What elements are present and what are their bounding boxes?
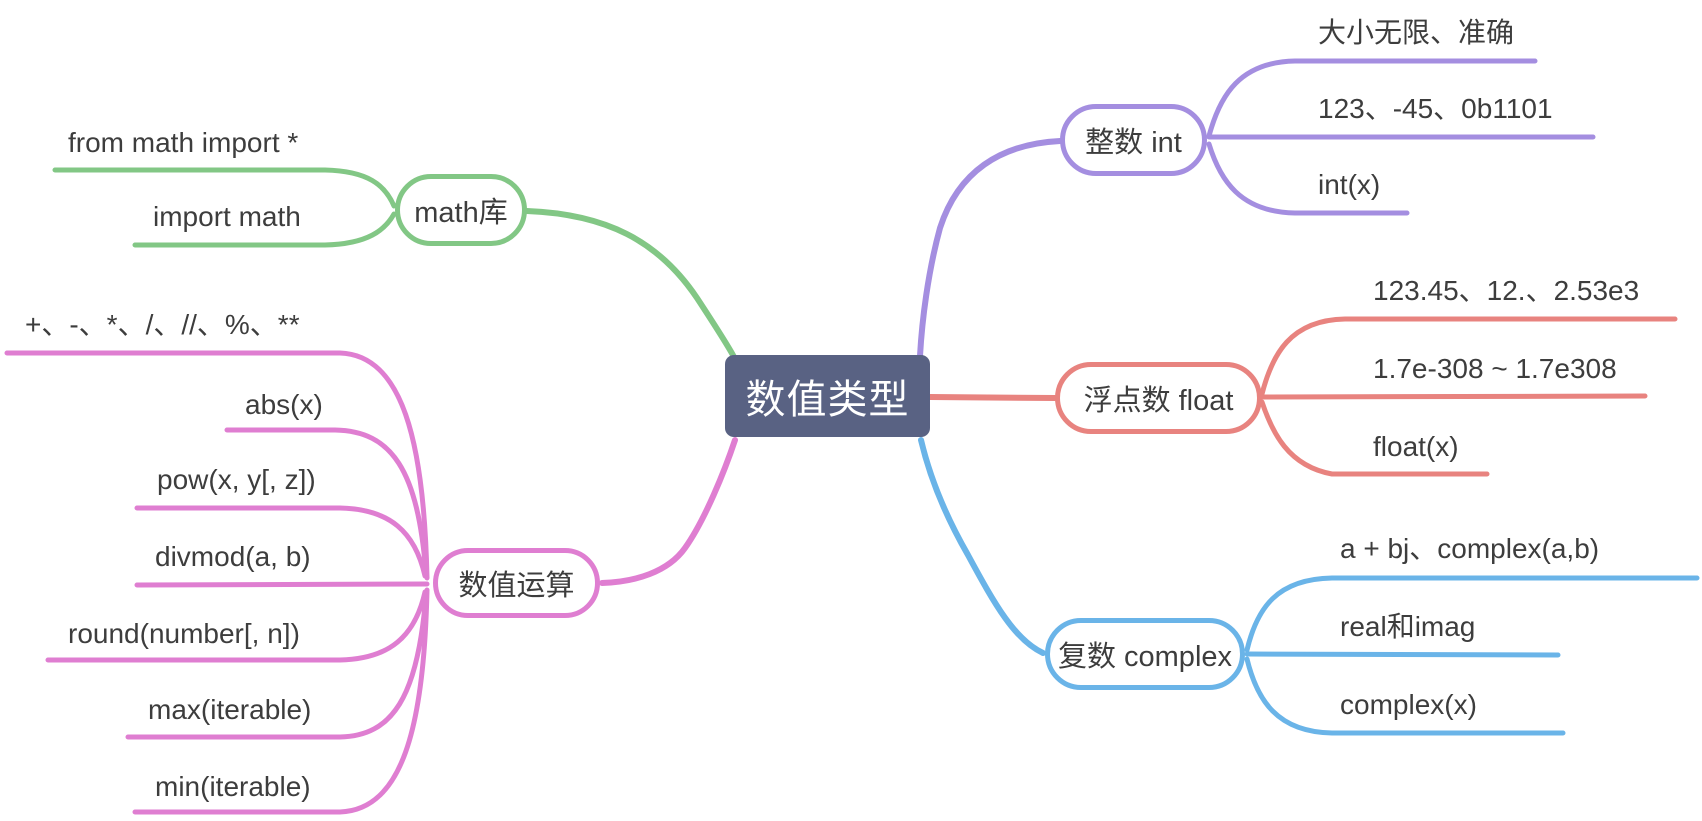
branch-node-math-lib[interactable]: math库 [395, 174, 527, 246]
connector-float-child-0 [1259, 316, 1678, 397]
child-topic-float-examples[interactable]: 123.45、12.、2.53e3 [1373, 275, 1640, 306]
connector-numeric-ops-child-4 [45, 589, 428, 663]
connector-root-float [927, 394, 1058, 401]
branch-node-int[interactable]: 整数 int [1060, 104, 1207, 176]
connector-root-math-lib [524, 208, 737, 360]
central-topic[interactable]: 数值类型 [725, 355, 930, 437]
connector-float-child-1 [1259, 393, 1648, 400]
connector-numeric-ops-child-5 [125, 591, 429, 740]
connector-float-child-2 [1259, 399, 1490, 477]
child-topic-pow[interactable]: pow(x, y[, z]) [157, 464, 316, 495]
connector-numeric-ops-child-3 [134, 581, 430, 588]
child-topic-int-unlimited[interactable]: 大小无限、准确 [1318, 17, 1515, 48]
connector-int-child-0 [1206, 58, 1538, 139]
child-topic-min[interactable]: min(iterable) [155, 771, 311, 802]
connector-root-int [917, 138, 1063, 359]
connector-complex-child-0 [1244, 575, 1700, 653]
branch-node-float[interactable]: 浮点数 float [1055, 362, 1262, 434]
child-topic-divmod[interactable]: divmod(a, b) [155, 541, 311, 572]
child-topic-complex-real-imag[interactable]: real和imag [1340, 611, 1476, 642]
branch-node-numeric-ops[interactable]: 数值运算 [433, 548, 600, 618]
child-topic-abs[interactable]: abs(x) [245, 389, 323, 420]
child-topic-import-math[interactable]: import math [153, 201, 301, 232]
connector-root-numeric-ops [599, 437, 738, 586]
child-topic-int-func[interactable]: int(x) [1318, 169, 1381, 200]
connector-complex-child-1 [1244, 651, 1561, 658]
connector-int-child-2 [1206, 141, 1410, 216]
child-topic-complex-form[interactable]: a + bj、complex(a,b) [1340, 533, 1600, 564]
child-topic-complex-func[interactable]: complex(x) [1340, 689, 1477, 720]
branch-node-complex[interactable]: 复数 complex [1045, 618, 1245, 690]
child-topic-max[interactable]: max(iterable) [148, 694, 312, 725]
child-topic-from-math-import[interactable]: from math import * [68, 127, 299, 158]
connector-math-lib-child-1 [132, 211, 397, 248]
child-topic-operators[interactable]: +、-、*、/、//、%、** [25, 309, 300, 340]
connector-root-complex [918, 437, 1046, 656]
connector-numeric-ops-child-1 [224, 427, 429, 577]
connector-math-lib-child-0 [52, 167, 397, 209]
connector-numeric-ops-child-6 [132, 587, 430, 815]
connector-numeric-ops-child-2 [134, 505, 428, 579]
child-topic-round[interactable]: round(number[, n]) [68, 618, 300, 649]
connector-numeric-ops-child-0 [4, 350, 430, 581]
child-topic-float-range[interactable]: 1.7e-308 ~ 1.7e308 [1373, 353, 1617, 384]
connector-complex-child-2 [1244, 656, 1566, 736]
child-topic-int-examples[interactable]: 123、-45、0b1101 [1318, 93, 1553, 124]
child-topic-float-func[interactable]: float(x) [1373, 431, 1459, 462]
